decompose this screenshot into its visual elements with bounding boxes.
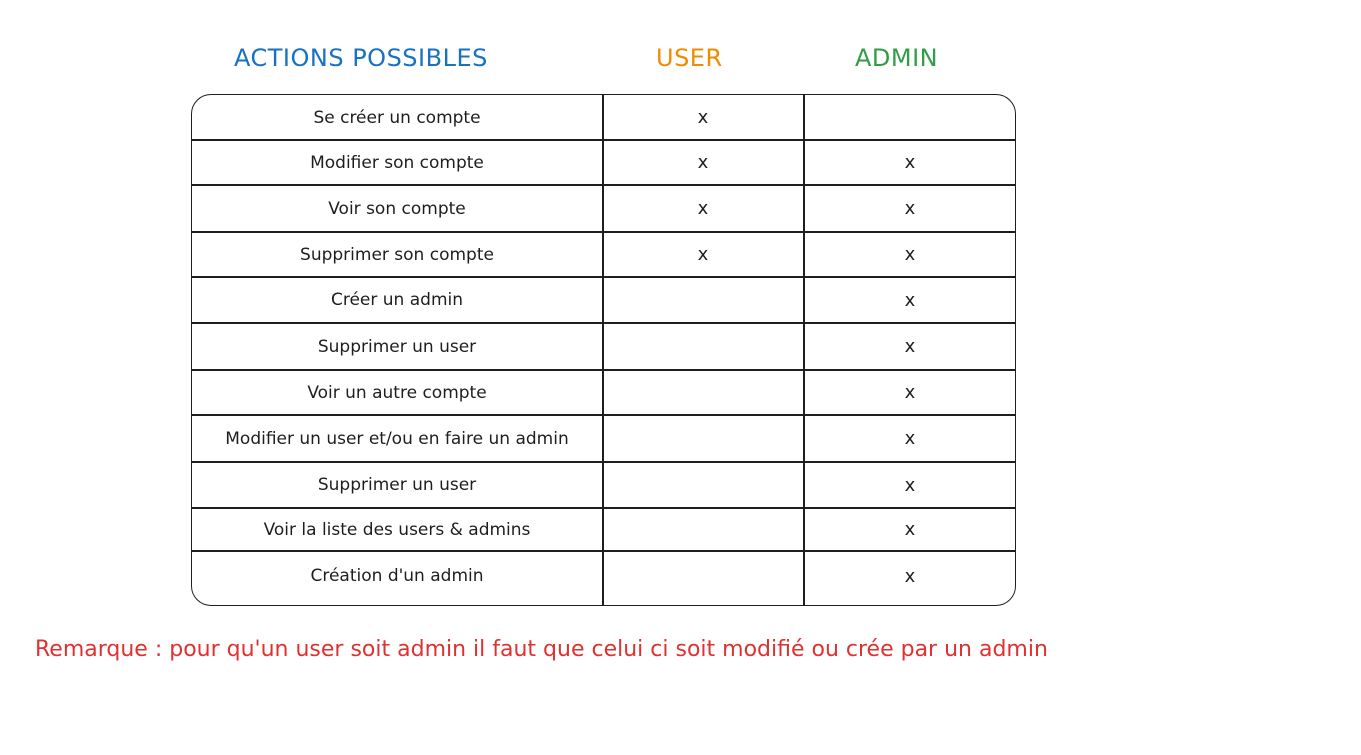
action-cell: Supprimer un user <box>317 475 477 495</box>
admin-permission-mark: x <box>904 565 916 587</box>
user-permission-mark: x <box>697 152 709 173</box>
table-row: Création d'un admin x <box>192 551 1015 601</box>
user-permission-mark <box>603 462 803 508</box>
admin-permission-mark: x <box>904 474 916 496</box>
table-row: Voir son compte x x <box>192 185 1015 232</box>
row-divider <box>192 414 1015 416</box>
admin-permission-mark: x <box>904 152 916 173</box>
user-permission-mark <box>603 323 803 370</box>
column-divider-user-admin <box>803 95 805 605</box>
action-cell: Se créer un compte <box>313 107 481 128</box>
user-permission-mark <box>603 370 803 415</box>
row-divider <box>192 550 1015 552</box>
table-row: Se créer un compte x <box>192 95 1015 140</box>
row-divider <box>192 322 1015 324</box>
row-divider <box>192 507 1015 509</box>
table-row: Voir un autre compte x <box>192 370 1015 415</box>
user-permission-mark: x <box>697 107 709 128</box>
user-permission-mark <box>603 415 803 462</box>
user-header: USER <box>656 44 723 72</box>
action-cell: Voir un autre compte <box>307 382 487 403</box>
action-cell: Voir la liste des users & admins <box>263 519 531 540</box>
row-divider <box>192 276 1015 278</box>
admin-permission-mark: x <box>904 244 916 265</box>
user-permission-mark <box>603 508 803 551</box>
table-row: Modifier un user et/ou en faire un admin… <box>192 415 1015 462</box>
admin-permission-mark: x <box>904 289 916 311</box>
action-cell: Création d'un admin <box>310 566 484 586</box>
row-divider <box>192 139 1015 141</box>
table-row: Créer un admin x <box>192 277 1015 323</box>
admin-permission-mark <box>804 95 1016 140</box>
admin-header: ADMIN <box>855 44 939 72</box>
action-cell: Supprimer un user <box>317 336 477 357</box>
row-divider <box>192 461 1015 463</box>
table-row: Supprimer un user x <box>192 462 1015 508</box>
table-row: Voir la liste des users & admins x <box>192 508 1015 551</box>
user-permission-mark <box>603 551 803 601</box>
row-divider <box>192 231 1015 233</box>
column-divider-action-user <box>602 95 604 605</box>
table-row: Supprimer son compte x x <box>192 232 1015 277</box>
remark-note: Remarque : pour qu'un user soit admin il… <box>35 637 1048 662</box>
actions-header: ACTIONS POSSIBLES <box>234 44 488 72</box>
admin-permission-mark: x <box>904 198 916 219</box>
row-divider <box>192 369 1015 371</box>
user-permission-mark: x <box>697 244 709 265</box>
action-cell: Modifier son compte <box>310 152 484 173</box>
action-cell: Supprimer son compte <box>300 244 494 265</box>
table-row: Supprimer un user x <box>192 323 1015 370</box>
user-permission-mark: x <box>697 198 709 219</box>
action-cell: Créer un admin <box>330 290 463 310</box>
table-row: Modifier son compte x x <box>192 140 1015 185</box>
user-permission-mark <box>603 277 803 323</box>
admin-permission-mark: x <box>904 428 916 449</box>
admin-permission-mark: x <box>904 382 916 403</box>
action-cell: Voir son compte <box>328 198 466 219</box>
admin-permission-mark: x <box>904 519 916 540</box>
action-cell: Modifier un user et/ou en faire un admin <box>225 428 569 449</box>
admin-permission-mark: x <box>904 336 916 357</box>
row-divider <box>192 184 1015 186</box>
